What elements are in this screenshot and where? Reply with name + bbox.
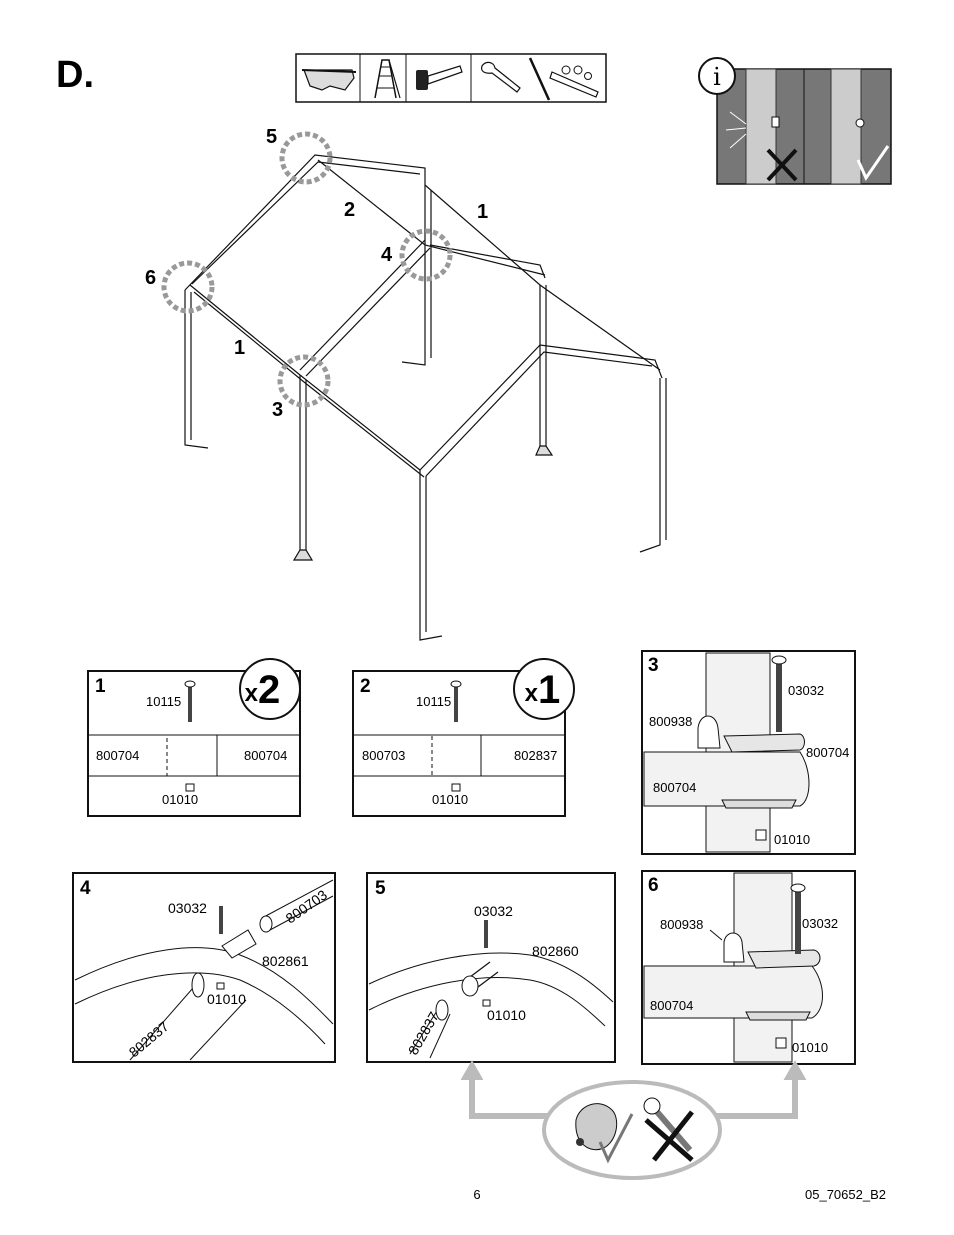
detail-step-5: 5 [375,878,386,899]
part-label: 01010 [774,832,810,847]
detail-panel-4: 4 03032 800703 802861 01010 802837 [72,872,336,1063]
bolt-icon [188,684,192,722]
section-letter: D. [56,54,94,96]
part-label: 01010 [432,792,468,807]
part-label: 802861 [262,953,309,969]
part-label: 03032 [474,903,513,919]
part-label: 802837 [514,748,557,763]
page-number: 6 [473,1187,480,1202]
part-label: 01010 [487,1007,526,1023]
part-label: 800703 [362,748,405,763]
detail-step-4: 4 [80,878,91,899]
adjustable-wrench-icon [481,57,551,101]
nut-icon [216,982,225,990]
part-label: 01010 [207,991,246,1007]
qty-number-2: 1 [538,668,560,712]
info-panel: i [698,57,892,185]
callout-1-upper: 1 [477,201,488,223]
bolt-icon [795,888,801,954]
highlight-circle-3 [277,354,331,408]
part-label: 01010 [162,792,198,807]
qty-badge-2 [513,658,575,720]
nut-icon [755,829,767,841]
detail-step-6: 6 [648,875,659,896]
detail-panel-1: x 2 1 10115 800704 800704 01010 [87,658,301,817]
rubber-mallet-icon [416,65,463,90]
qty-number-1: 2 [258,668,280,712]
detail-panel-3: 3 03032 800938 800704 800704 01010 [641,650,856,855]
part-label: 01010 [792,1040,828,1055]
detail-step-1: 1 [95,676,106,697]
callout-6: 6 [145,267,156,289]
nut-icon [451,783,461,792]
part-label: 800704 [806,745,849,760]
frame-overview [184,154,667,641]
qty-prefix-2: x [525,680,539,707]
info-icon [698,57,736,95]
document-id: 05_70652_B2 [805,1187,886,1202]
detail-step-3: 3 [648,655,659,676]
bolt-icon [776,660,782,732]
step-ladder-icon [374,59,401,99]
callout-1-lower: 1 [234,337,245,359]
nut-icon [482,999,491,1007]
qty-prefix-1: x [245,680,259,707]
socket-wrench-icon [549,65,599,98]
part-label: 800938 [649,714,692,729]
detail-panel-2: x 1 2 10115 800703 802837 01010 [352,658,575,817]
nut-icon [185,783,195,792]
part-label: 03032 [788,683,824,698]
part-label: 10115 [416,694,451,709]
part-label: 800704 [244,748,287,763]
hand-tighten-note [460,1059,807,1180]
callout-4: 4 [381,244,393,266]
bolt-icon [484,920,488,948]
detail-panel-6: 6 800938 03032 800704 01010 [641,870,856,1065]
no-wrench-icon [643,1097,694,1162]
part-label: 800704 [650,998,693,1013]
part-label: 802860 [532,943,579,959]
nut-icon [775,1037,787,1049]
bolt-icon [219,906,223,934]
info-symbol: i [713,63,721,91]
part-label: 03032 [802,916,838,931]
hand-tighten-icon [575,1103,634,1164]
callout-5: 5 [266,126,277,148]
qty-badge-1 [239,658,301,720]
detail-step-2: 2 [360,676,371,697]
part-label: 10115 [146,694,181,709]
wrong-mark-icon [766,148,798,182]
callout-2: 2 [344,199,355,221]
highlight-circle-5 [279,131,333,185]
correct-mark-icon [856,145,890,182]
highlight-circle-6 [161,260,215,314]
highlight-circle-4 [399,228,453,282]
detail-panel-5: 5 03032 802860 01010 802837 [366,872,616,1063]
part-label: 800938 [660,917,703,932]
callout-3: 3 [272,399,283,421]
part-label: 800704 [653,780,696,795]
safety-glasses-icon [301,69,357,91]
tools-strip [295,53,607,103]
part-label: 800704 [96,748,139,763]
bolt-icon [454,684,458,722]
part-label: 03032 [168,900,207,916]
